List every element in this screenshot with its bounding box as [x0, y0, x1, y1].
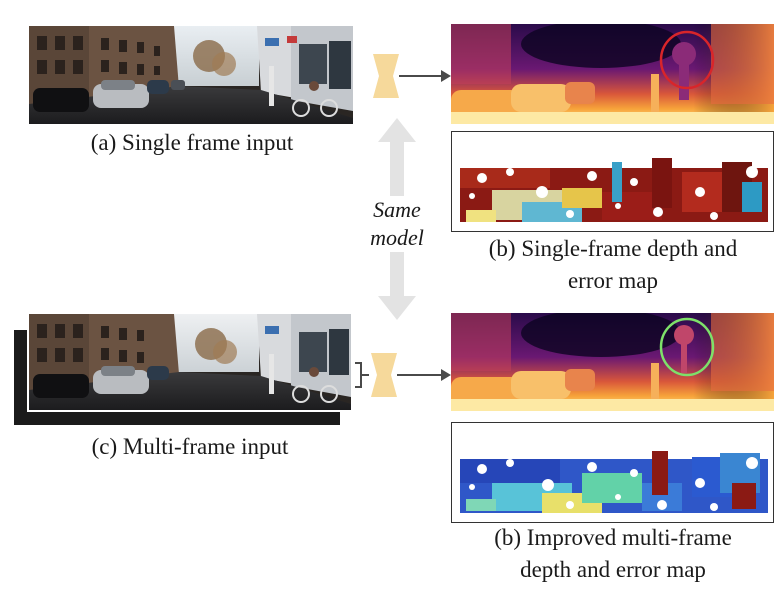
- same-model-label: Same model: [355, 196, 439, 252]
- caption-multi-frame-depth-line1: (b) Improved multi-frame: [494, 525, 732, 550]
- caption-multi-frame-depth-line2: depth and error map: [520, 557, 706, 582]
- hourglass-network-icon: [371, 353, 397, 397]
- caption-single-frame-depth-line1: (b) Single-frame depth and: [488, 236, 738, 261]
- single-frame-photo: [29, 26, 353, 124]
- street-scene-image: [29, 26, 353, 124]
- hourglass-network-icon: [373, 54, 399, 98]
- caption-multi-frame-input: (c) Multi-frame input: [91, 434, 289, 459]
- caption-single-frame-depth-line2: error map: [567, 268, 659, 293]
- top-network-flow: [373, 54, 451, 98]
- multi-frame-photo: [27, 312, 353, 412]
- caption-single-frame-depth: (b) Single-frame depth and error map: [452, 234, 774, 296]
- bottom-network-flow: [355, 353, 451, 397]
- street-scene-image: [29, 314, 351, 410]
- multi-frame-error-map: [451, 422, 774, 523]
- depth-map-image: [451, 24, 774, 124]
- error-map-image: [452, 132, 773, 231]
- bracket-icon: [355, 362, 362, 388]
- caption-multi-frame-depth: (b) Improved multi-frame depth and error…: [452, 523, 774, 585]
- multi-frame-depth-map: [451, 313, 774, 411]
- improved-highlight-circle-green: [659, 317, 715, 377]
- error-highlight-circle-red: [659, 30, 715, 90]
- depth-map-image: [451, 313, 774, 411]
- caption-single-frame-input: (a) Single frame input: [90, 130, 294, 155]
- error-map-image: [452, 423, 773, 522]
- single-frame-error-map: [451, 131, 774, 232]
- same-model-line1: Same: [373, 197, 421, 222]
- single-frame-depth-map: [451, 24, 774, 124]
- same-model-line2: model: [370, 225, 424, 250]
